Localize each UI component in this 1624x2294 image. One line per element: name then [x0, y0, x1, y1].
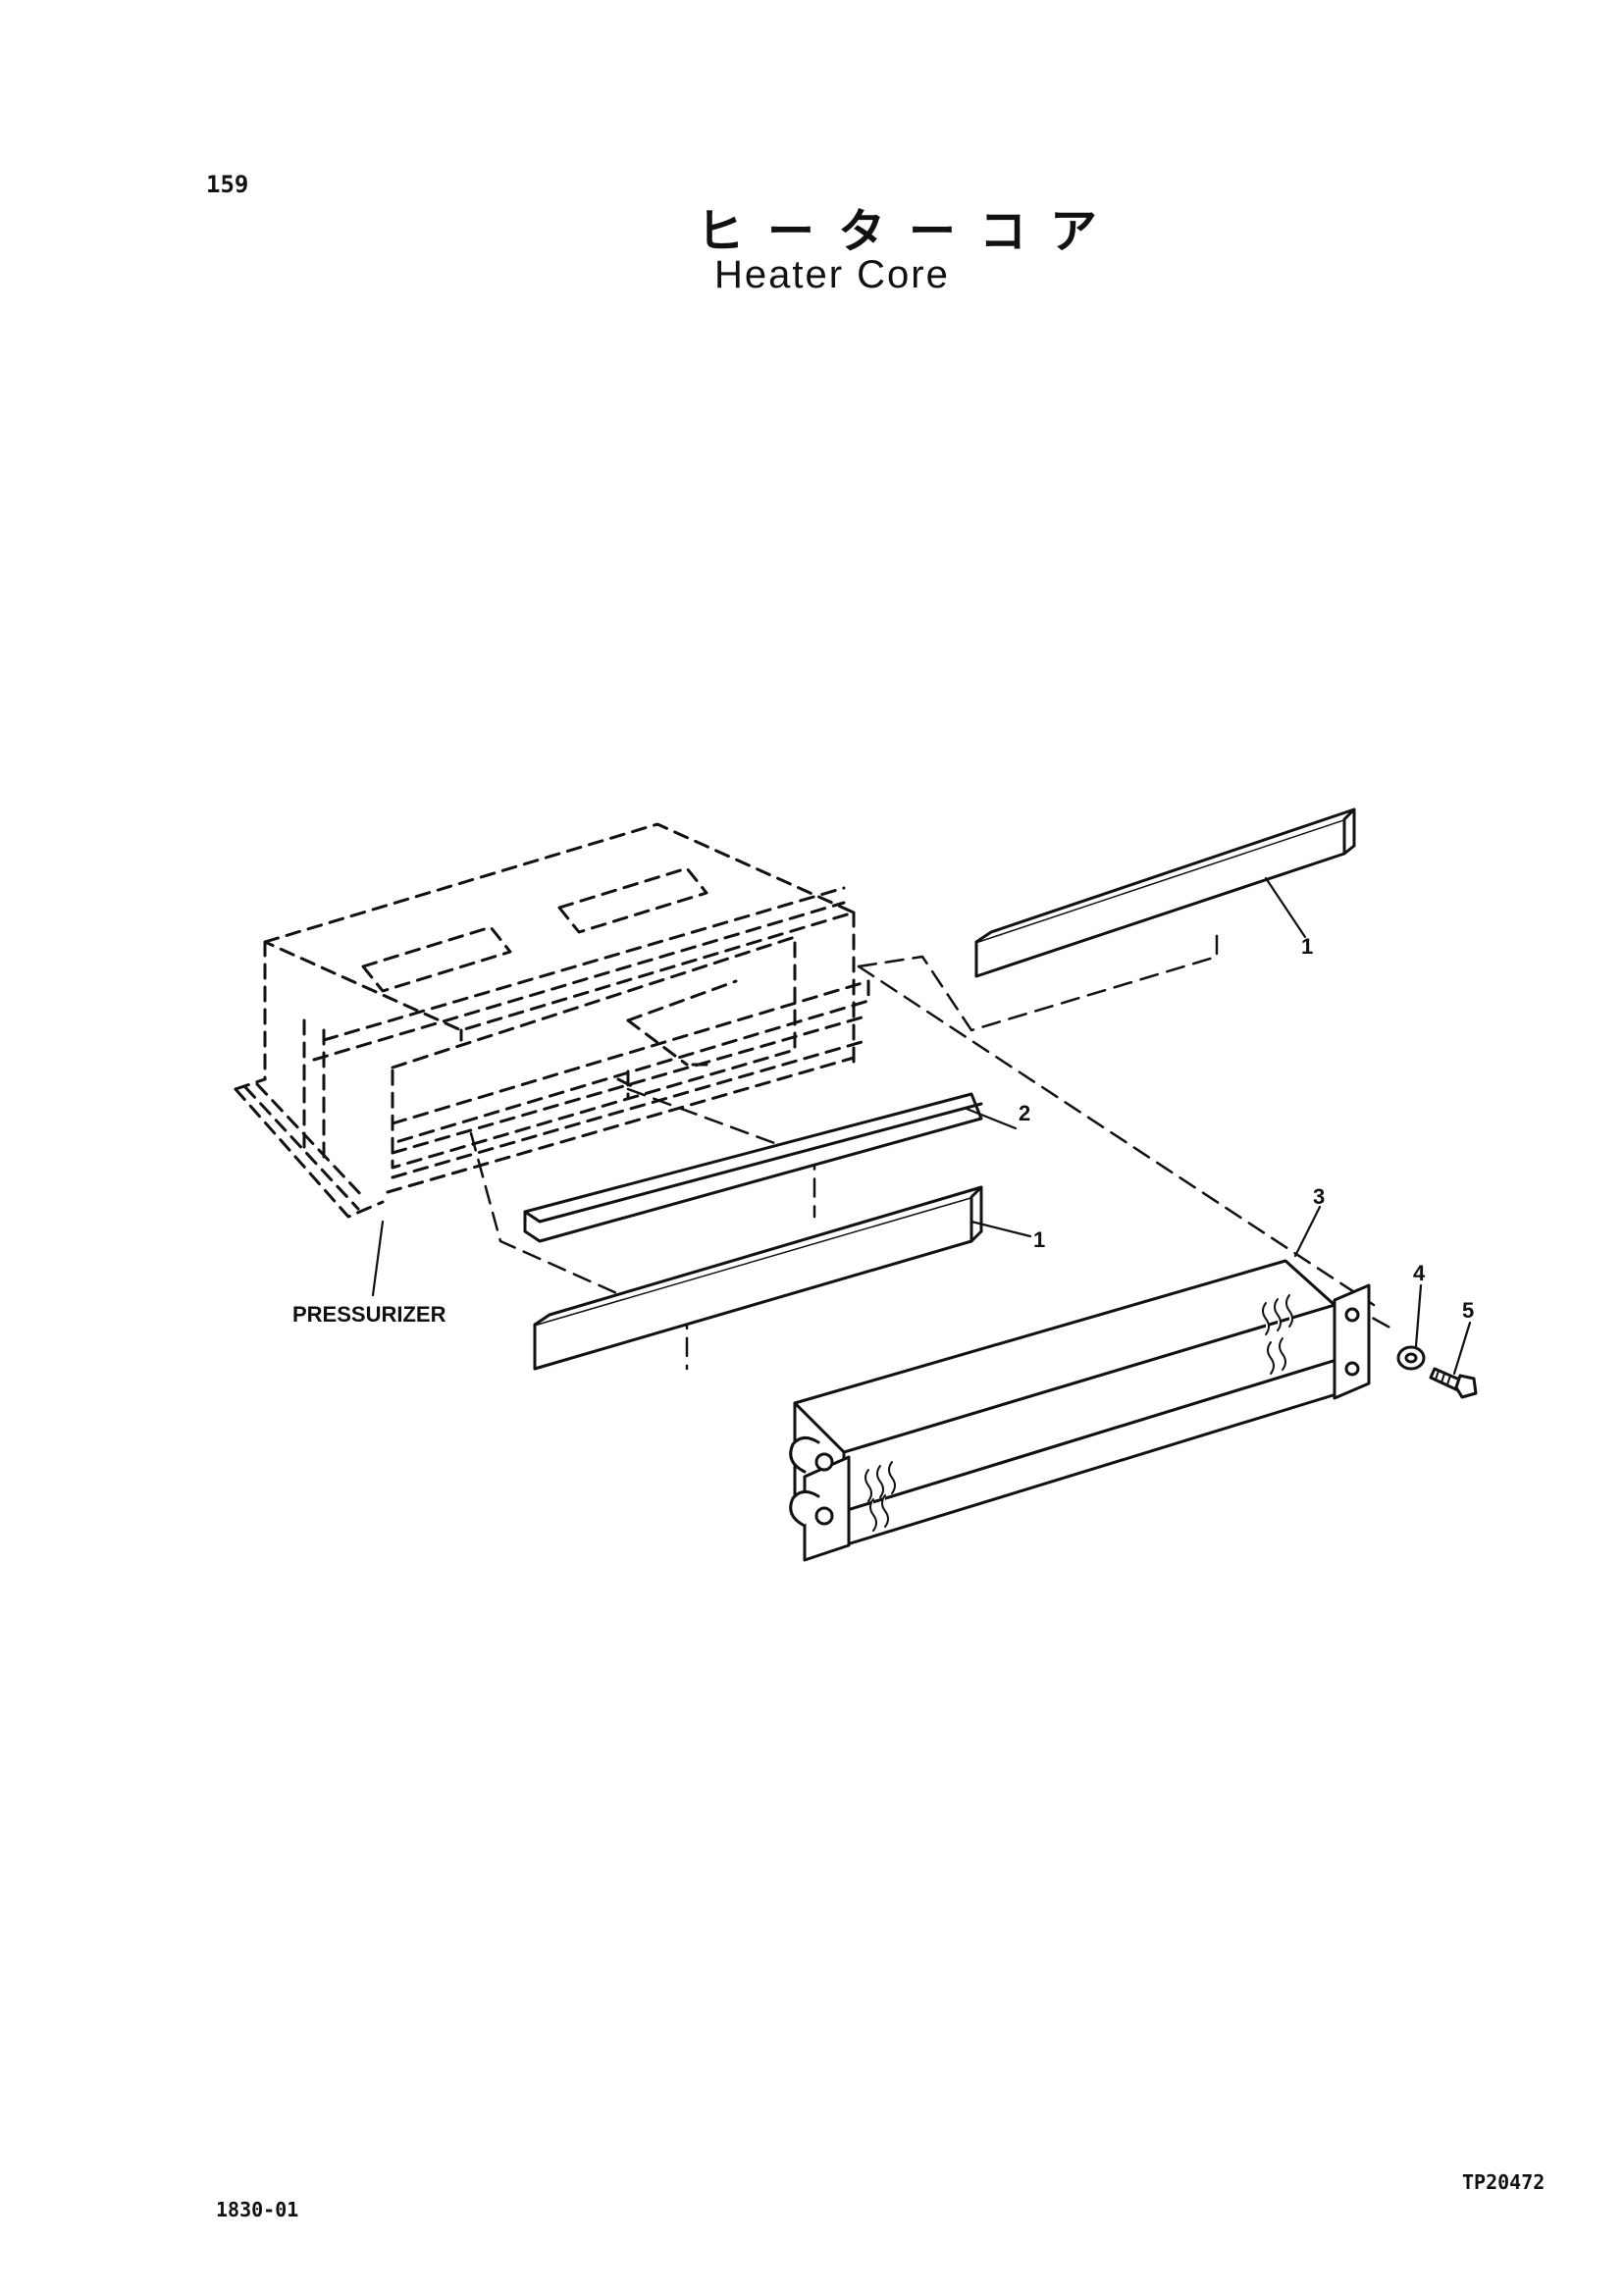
leader-lines	[371, 876, 1472, 1376]
callout-5: 5	[1462, 1298, 1474, 1323]
part-1-upper-strip	[974, 808, 1356, 978]
pressurizer-label: PRESSURIZER	[292, 1302, 446, 1327]
callout-1-upper: 1	[1301, 934, 1313, 959]
callout-3: 3	[1313, 1184, 1325, 1209]
part-3-heater-core	[789, 1259, 1371, 1562]
part-1-lower-strip	[533, 1185, 983, 1371]
pressurizer-housing	[234, 822, 870, 1219]
callout-4: 4	[1413, 1261, 1426, 1285]
part-2-middle-strip	[523, 1092, 983, 1243]
title-english: Heater Core	[714, 253, 950, 296]
title-japanese: ヒーターコア	[697, 204, 1122, 259]
callout-1-lower: 1	[1033, 1227, 1045, 1252]
figure-code: TP20472	[1462, 2170, 1545, 2194]
document-code: 1830-01	[216, 2198, 299, 2221]
part-5-bolt	[1429, 1367, 1478, 1399]
callout-2: 2	[1019, 1101, 1030, 1125]
part-4-washer	[1396, 1345, 1426, 1371]
page-number: 159	[206, 171, 249, 198]
